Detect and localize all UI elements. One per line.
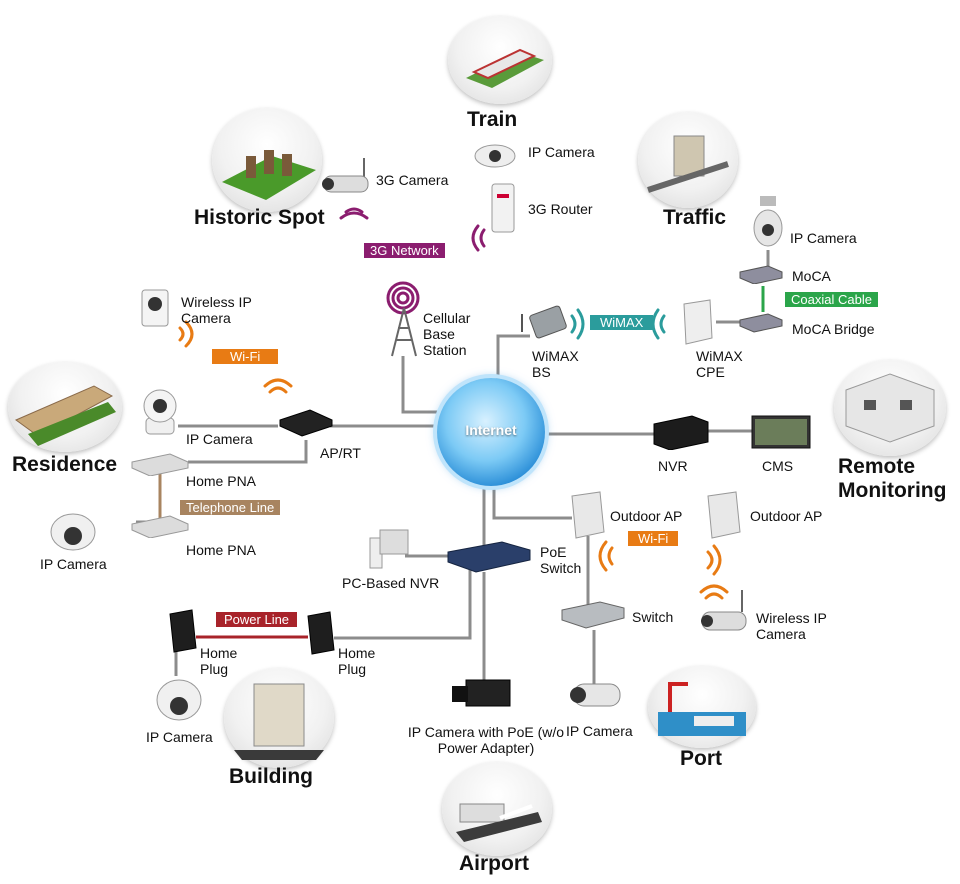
moca-adapter-icon — [739, 265, 783, 284]
pc-based-nvr-label: PC-Based NVR — [342, 575, 440, 591]
poe-switch-label: PoE Switch — [540, 544, 582, 576]
dome-camera-icon — [474, 144, 516, 168]
port-ip-camera-label: IP Camera — [566, 723, 633, 739]
home-plug-icon-1 — [169, 609, 197, 653]
switch-label: Switch — [632, 609, 674, 625]
pan-tilt-camera-icon — [143, 389, 177, 435]
office-building-icon — [234, 683, 324, 760]
residence-title: Residence — [12, 453, 118, 476]
signal-waves-wimax — [570, 308, 666, 340]
outdoor-ap-label-2: Outdoor AP — [750, 508, 823, 524]
remote-monitoring-title: Remote Monitoring — [838, 455, 947, 502]
home-pna-label-2: Home PNA — [186, 542, 257, 558]
ap-router-icon — [279, 409, 333, 437]
airport-title: Airport — [459, 852, 529, 875]
wifi-tag-port: Wi-Fi — [628, 531, 679, 546]
traffic-scene — [638, 112, 738, 208]
home-plug-label-2: Home Plug — [338, 645, 376, 677]
building-title: Building — [229, 765, 313, 788]
ptz-camera-icon — [753, 196, 783, 247]
outdoor-ap-label-1: Outdoor AP — [610, 508, 683, 524]
wimax-bs-label: WiMAX BS — [532, 348, 579, 380]
historic-spot-title: Historic Spot — [194, 206, 325, 229]
3g-router-icon — [491, 183, 515, 233]
cellular-base-station-label: Cellular Base Station — [423, 310, 471, 358]
residence-dome-camera-label: IP Camera — [40, 556, 107, 572]
wimax-cpe-label: WiMAX CPE — [696, 348, 743, 380]
coaxial-cable-tag: Coaxial Cable — [785, 292, 878, 307]
outdoor-ap-icon-1 — [571, 491, 605, 539]
internet-cloud: Internet — [437, 378, 545, 486]
historic-scene — [212, 108, 322, 212]
cms-monitor-icon — [751, 415, 811, 449]
ap-rt-label: AP/RT — [320, 445, 361, 461]
building-scene — [224, 668, 334, 768]
wireless-cube-camera-icon — [141, 289, 169, 327]
signal-waves-3g — [339, 207, 486, 315]
wireless-ip-camera-label-2: Wireless IP Camera — [756, 610, 827, 642]
moca-bridge-label: MoCA Bridge — [792, 321, 875, 337]
wireless-ip-camera-label-1: Wireless IP Camera — [181, 294, 252, 326]
bullet-camera-icon — [570, 683, 621, 707]
dome-camera-icon-building — [156, 679, 202, 721]
train-icon — [466, 48, 544, 88]
traffic-building-icon — [647, 135, 729, 193]
box-camera-icon — [452, 679, 511, 707]
remote-monitoring-scene — [834, 360, 946, 456]
nvr-icon — [653, 415, 709, 450]
train-title: Train — [467, 108, 518, 131]
internet-label: Internet — [465, 422, 517, 438]
3g-camera-label: 3G Camera — [376, 172, 449, 188]
residence-ip-camera-label: IP Camera — [186, 431, 253, 447]
telephone-line-tag: Telephone Line — [180, 500, 281, 515]
traffic-title: Traffic — [663, 206, 727, 229]
historic-statues-icon — [222, 150, 316, 200]
moca-label: MoCA — [792, 268, 831, 284]
residence-scene — [8, 362, 122, 452]
home-pna-icon-1 — [131, 453, 189, 476]
wireless-bullet-camera-icon — [701, 590, 747, 631]
control-room-icon — [845, 373, 935, 443]
dome-camera-icon-residence — [50, 513, 96, 551]
3g-camera-icon — [322, 158, 369, 193]
cms-label: CMS — [762, 458, 794, 474]
home-pna-label-1: Home PNA — [186, 473, 257, 489]
port-title: Port — [680, 747, 722, 770]
residence-houses-icon — [14, 385, 116, 446]
power-line-tag: Power Line — [216, 612, 298, 627]
wimax-tag: WiMAX — [590, 315, 654, 330]
nvr-label: NVR — [658, 458, 688, 474]
3g-network-tag: 3G Network — [364, 243, 445, 258]
signal-waves-wifi — [178, 320, 729, 600]
building-ip-camera-label: IP Camera — [146, 729, 213, 745]
traffic-ip-camera-label: IP Camera — [790, 230, 857, 246]
home-plug-icon-2 — [307, 611, 335, 655]
home-plug-label-1: Home Plug — [200, 645, 238, 677]
3g-router-label: 3G Router — [528, 201, 593, 217]
home-pna-icon-2 — [131, 515, 189, 538]
cell-tower-icon — [391, 307, 417, 357]
airport-scene — [442, 762, 552, 856]
moca-bridge-icon — [739, 313, 783, 333]
port-scene — [648, 666, 756, 748]
wimax-cpe-icon — [683, 299, 713, 345]
wifi-tag-residence: Wi-Fi — [212, 349, 279, 364]
wimax-bs-icon — [521, 305, 567, 339]
poe-camera-label: IP Camera with PoE (w/o Power Adapter) — [407, 724, 565, 756]
train-ip-camera-label: IP Camera — [528, 144, 595, 160]
harbor-cranes-icon — [658, 682, 746, 736]
switch-icon — [561, 601, 625, 629]
poe-switch-icon — [447, 541, 531, 573]
pc-nvr-icon — [369, 529, 409, 569]
train-scene — [448, 16, 552, 104]
outdoor-ap-icon-2 — [707, 491, 741, 539]
airport-plane-icon — [456, 803, 542, 842]
